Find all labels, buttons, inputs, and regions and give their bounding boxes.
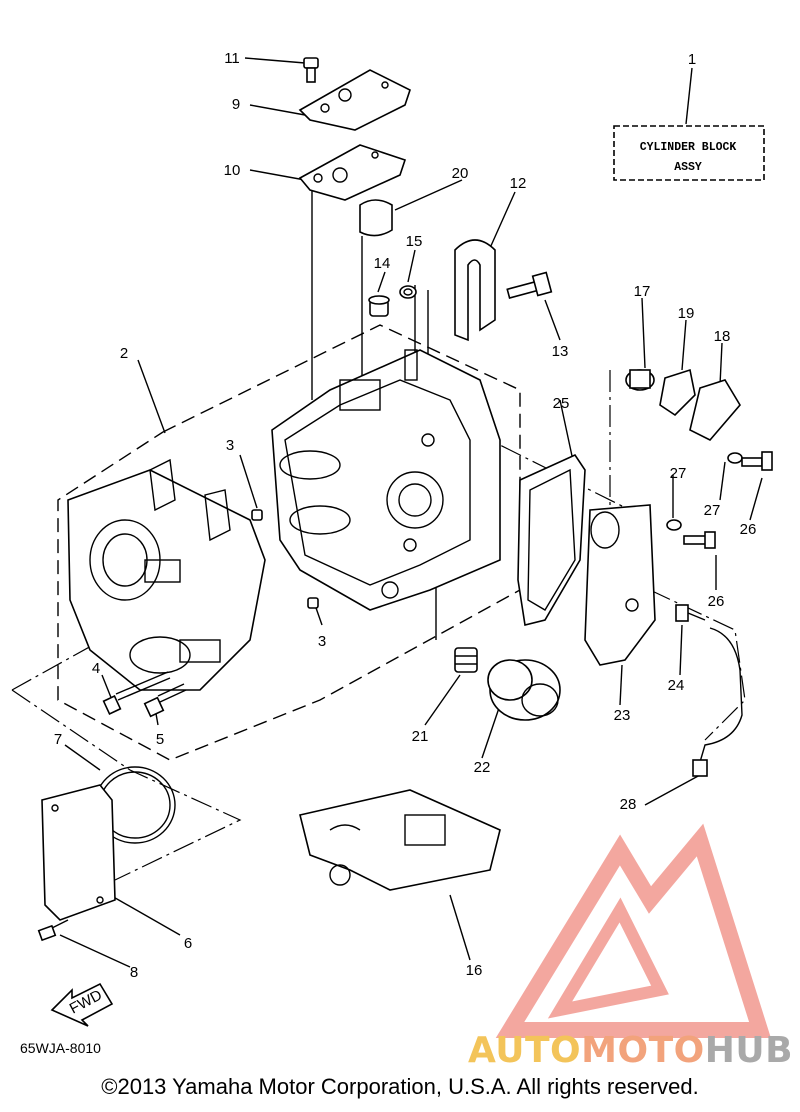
part-22-oil-filter — [487, 659, 561, 721]
watermark-brand: AUTOMOTOHUB — [468, 1030, 793, 1071]
callout-6: 6 — [184, 935, 192, 952]
part-9-cover-plate — [298, 69, 411, 131]
callout-17: 17 — [634, 283, 651, 300]
part-28-hose — [692, 627, 743, 777]
callout-18: 18 — [714, 328, 731, 345]
callout-4: 4 — [92, 660, 100, 677]
callout-7: 7 — [54, 731, 62, 748]
callout-10: 10 — [224, 162, 241, 179]
part-3-dowel-pin-b — [307, 597, 319, 609]
callout-3a: 3 — [226, 437, 234, 454]
copyright-notice: ©2013 Yamaha Motor Corporation, U.S.A. A… — [101, 1074, 699, 1099]
callout-22: 22 — [474, 759, 491, 776]
callout-3b: 3 — [318, 633, 326, 650]
callout-26b: 26 — [708, 593, 725, 610]
callout-11: 11 — [224, 50, 240, 67]
part-26-bolt-a — [741, 451, 773, 471]
crankcase — [67, 458, 266, 691]
callout-26a: 26 — [740, 521, 757, 538]
drawing-code: 65WJA-8010 — [20, 1040, 101, 1056]
callout-14: 14 — [374, 255, 391, 272]
callout-28: 28 — [620, 796, 637, 813]
part-8-screw — [37, 919, 69, 942]
part-10-gasket — [298, 144, 407, 201]
callout-21: 21 — [412, 728, 429, 745]
part-17-thermostat — [625, 369, 655, 391]
watermark-logo — [495, 823, 771, 1038]
callout-5: 5 — [156, 731, 164, 748]
assy-box-line1: CYLINDER BLOCK — [640, 141, 737, 154]
callout-13: 13 — [552, 343, 569, 360]
callout-25: 25 — [553, 395, 570, 412]
part-26-bolt-b — [683, 531, 716, 549]
part-24-fitting — [675, 604, 706, 622]
callout-20: 20 — [452, 165, 469, 182]
callout-15: 15 — [406, 233, 423, 250]
part-16-gasket — [299, 789, 501, 891]
part-23-cover — [584, 504, 656, 666]
callout-1: 1 — [688, 51, 696, 68]
assy-box-line2: ASSY — [674, 161, 702, 174]
leader-lines — [59, 57, 763, 968]
part-21-union — [454, 647, 478, 673]
part-12-bracket — [454, 239, 496, 342]
callout-12: 12 — [510, 175, 527, 192]
part-25-gasket — [517, 453, 586, 626]
callout-27a: 27 — [670, 465, 687, 482]
cylinder-block-assy-box: CYLINDER BLOCK ASSY — [613, 125, 765, 181]
watermark-moto: MOTO — [581, 1030, 705, 1071]
watermark-hub: HUB — [704, 1030, 794, 1071]
callout-16: 16 — [466, 962, 483, 979]
callout-19: 19 — [678, 305, 695, 322]
part-6-cover — [41, 784, 116, 921]
cylinder-block — [271, 349, 501, 611]
part-13-bolt — [506, 271, 553, 299]
part-3-dowel-pin-a — [251, 509, 263, 521]
part-4-bolt — [102, 671, 171, 715]
callout-27b: 27 — [704, 502, 721, 519]
part-20-cap — [359, 199, 393, 237]
part-11-screw — [303, 57, 319, 83]
watermark-auto: AUTO — [468, 1030, 582, 1071]
part-5-bolt — [143, 683, 187, 718]
part-15-washer — [399, 285, 417, 299]
part-14-plug — [368, 295, 390, 317]
part-27-washer-a — [727, 452, 743, 464]
part-27-washer-b — [666, 519, 682, 531]
part-18-cover — [689, 379, 741, 441]
part-19-gasket — [659, 368, 696, 417]
callout-labels: 1 2 3 3 4 5 6 7 8 9 10 11 12 13 14 15 16… — [54, 50, 757, 981]
callout-9: 9 — [232, 96, 240, 113]
callout-2: 2 — [120, 345, 128, 362]
callout-23: 23 — [614, 707, 631, 724]
callout-8: 8 — [130, 964, 138, 981]
fwd-arrow: FWD — [50, 982, 114, 1027]
callout-24: 24 — [668, 677, 685, 694]
